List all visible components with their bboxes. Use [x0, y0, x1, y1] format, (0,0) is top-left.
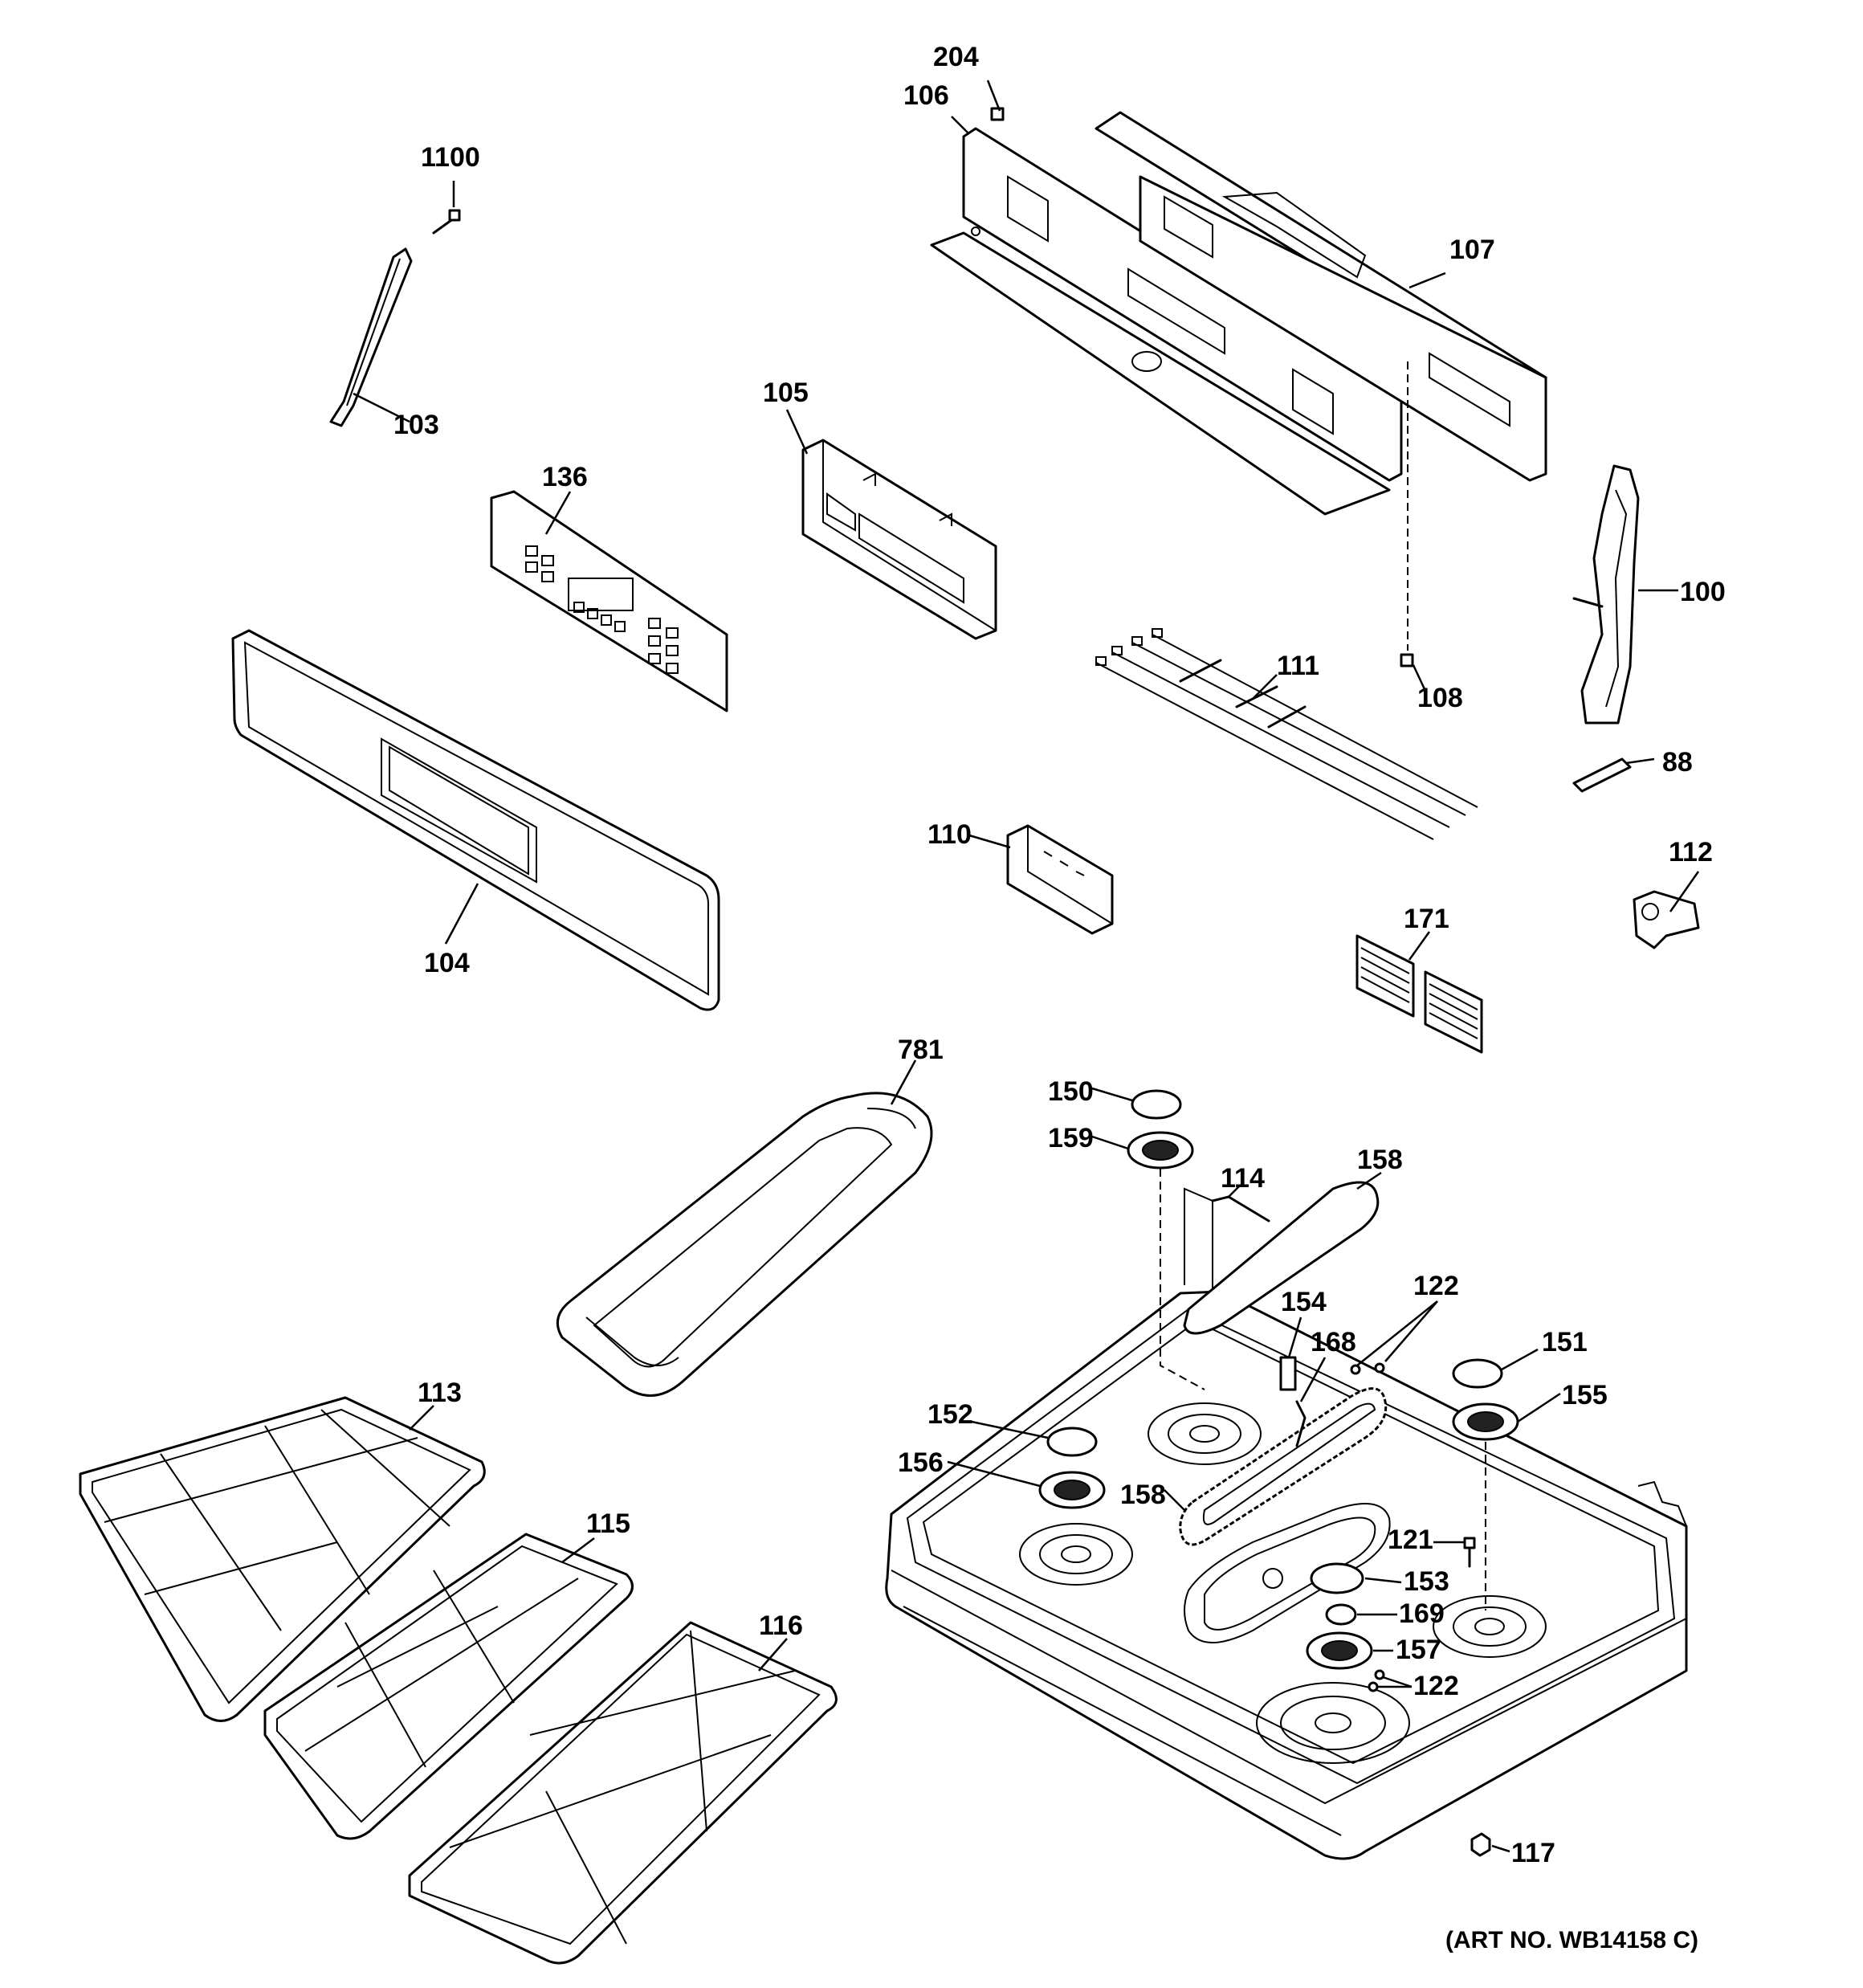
- callout-204: 204: [933, 42, 979, 72]
- callout-159: 159: [1048, 1123, 1094, 1153]
- part-169-orifice: [1325, 1603, 1357, 1626]
- callout-150: 150: [1048, 1076, 1094, 1107]
- callout-100: 100: [1680, 577, 1726, 607]
- part-100-side-trim: [1572, 464, 1640, 725]
- part-111-igniter-harness: [1095, 628, 1478, 840]
- part-168-igniter: [1295, 1400, 1307, 1447]
- part-114-bracket: [1211, 1195, 1270, 1223]
- part-1100-screw: [432, 209, 461, 235]
- oval-burner-recess: [1184, 1503, 1391, 1643]
- callout-151: 151: [1542, 1327, 1588, 1357]
- callout-106: 106: [903, 80, 949, 111]
- part-153-cap: [1310, 1562, 1364, 1594]
- callout-103: 103: [393, 410, 439, 440]
- callout-110: 110: [927, 819, 972, 850]
- leader-159-to-base: [1160, 1169, 1205, 1390]
- part-110-spark-module: [1006, 824, 1114, 935]
- callout-111: 111: [1277, 651, 1319, 681]
- callout-171: 171: [1404, 904, 1449, 934]
- callout-158-top: 158: [1357, 1145, 1403, 1175]
- burner-base-right-front: [1256, 1682, 1410, 1764]
- callout-155: 155: [1562, 1380, 1608, 1410]
- part-88-strip: [1572, 757, 1632, 793]
- callout-169: 169: [1399, 1598, 1445, 1629]
- part-150-cap: [1131, 1089, 1182, 1120]
- callout-122-bottom: 122: [1413, 1671, 1459, 1701]
- part-106-backguard-rear: [930, 127, 1403, 516]
- part-105-control-board: [801, 439, 997, 640]
- callout-114: 114: [1221, 1163, 1265, 1194]
- part-116-grate: [408, 1621, 838, 1965]
- callout-121: 121: [1388, 1525, 1433, 1555]
- part-107-backguard-top: [1095, 111, 1547, 482]
- part-136-overlay: [490, 490, 728, 712]
- art-number: (ART NO. WB14158 C): [1445, 1927, 1698, 1953]
- part-171-vent-grilles: [1355, 934, 1483, 1054]
- callout-136: 136: [542, 462, 588, 492]
- part-204-screw: [990, 107, 1005, 121]
- part-158-oval-burner: [1179, 1387, 1388, 1546]
- callout-104: 104: [424, 948, 470, 978]
- callout-152: 152: [927, 1399, 973, 1430]
- callout-157: 157: [1396, 1635, 1441, 1665]
- part-154-screw: [1279, 1356, 1297, 1391]
- callout-156: 156: [898, 1447, 944, 1478]
- callout-113: 113: [418, 1378, 462, 1408]
- callout-153: 153: [1404, 1566, 1449, 1597]
- part-157-head: [1306, 1631, 1373, 1670]
- callout-168: 168: [1311, 1327, 1356, 1357]
- part-113-grate: [79, 1396, 486, 1722]
- part-159-head: [1127, 1131, 1194, 1170]
- part-152-cap: [1046, 1427, 1098, 1457]
- part-122-clips: [1350, 1362, 1385, 1692]
- burner-base-left-front: [1019, 1523, 1133, 1586]
- callout-105: 105: [763, 378, 809, 408]
- callout-1100: 1100: [421, 142, 480, 173]
- callout-88: 88: [1662, 747, 1693, 778]
- callout-112: 112: [1669, 837, 1713, 867]
- callout-117: 117: [1511, 1838, 1555, 1868]
- callout-108: 108: [1417, 683, 1463, 713]
- part-104-backsplash-panel: [231, 629, 720, 1011]
- part-112-regulator: [1633, 890, 1700, 949]
- callout-115: 115: [586, 1508, 630, 1539]
- part-151-cap: [1452, 1358, 1503, 1389]
- callout-158-bottom: 158: [1120, 1480, 1166, 1510]
- part-156-head: [1038, 1471, 1106, 1509]
- part-115-grate: [263, 1533, 634, 1840]
- part-103-bracket: [329, 247, 413, 427]
- callout-116: 116: [759, 1610, 803, 1641]
- callout-leaders: [353, 80, 1700, 1853]
- part-155-head: [1452, 1402, 1519, 1441]
- callout-107: 107: [1449, 235, 1495, 265]
- part-108-screw: [1400, 361, 1414, 667]
- part-117-nut: [1470, 1832, 1491, 1857]
- part-781-griddle: [556, 1092, 933, 1397]
- callout-122-top: 122: [1413, 1271, 1459, 1301]
- callout-781: 781: [898, 1035, 944, 1065]
- burner-base-left-rear: [1148, 1402, 1262, 1465]
- callout-154: 154: [1281, 1287, 1327, 1317]
- part-158-burner-cover: [1183, 1181, 1380, 1335]
- burner-base-right-rear: [1433, 1595, 1547, 1658]
- callout-labels: 204 106 1100 107 105 103 136 100 111 108…: [393, 42, 1726, 1953]
